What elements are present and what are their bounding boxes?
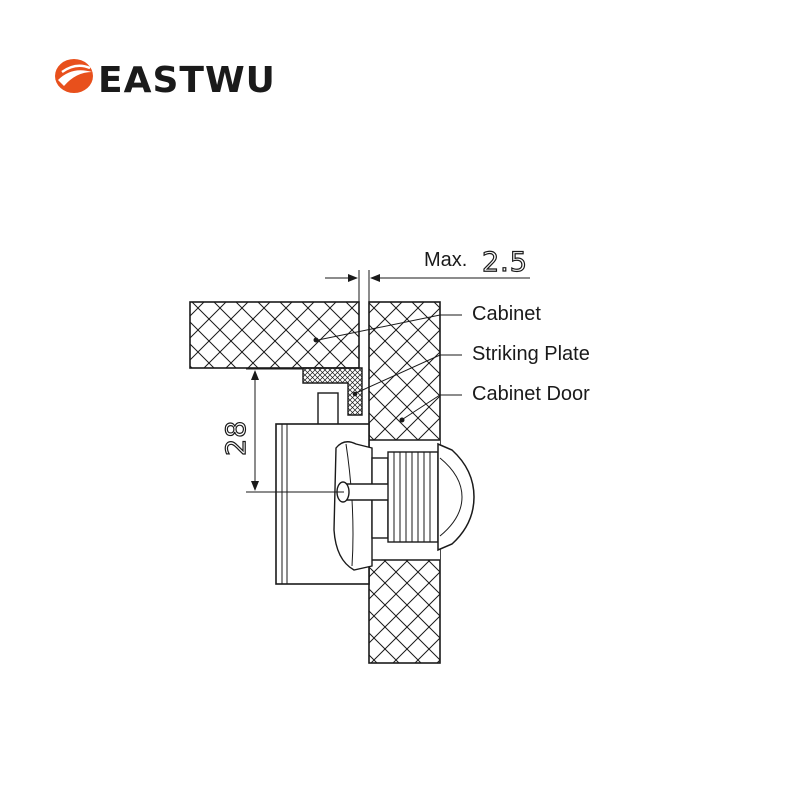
- gap-value-label: 2.5: [482, 247, 528, 278]
- callout-label-cabinet-door: Cabinet Door: [472, 383, 590, 405]
- gap-dimension: Max. 2.5: [325, 246, 530, 330]
- brand-name: EASTWU: [98, 60, 276, 101]
- height-value-label: 28: [221, 420, 252, 456]
- callout-label-cabinet: Cabinet: [472, 303, 541, 325]
- callout-striking-plate: Striking Plate: [355, 343, 590, 394]
- callout-cabinet: Cabinet: [317, 303, 541, 341]
- callout-cabinet-door: Cabinet Door: [402, 383, 590, 420]
- cabinet-panel: [189, 301, 360, 369]
- gap-prefix-label: Max.: [424, 249, 467, 271]
- lock-body: [275, 392, 475, 585]
- eastwu-logo-mark: [55, 59, 93, 93]
- height-dimension: 28: [220, 368, 344, 493]
- callout-label-striking-plate: Striking Plate: [472, 343, 590, 365]
- eastwu-logo: EASTWU: [55, 59, 276, 101]
